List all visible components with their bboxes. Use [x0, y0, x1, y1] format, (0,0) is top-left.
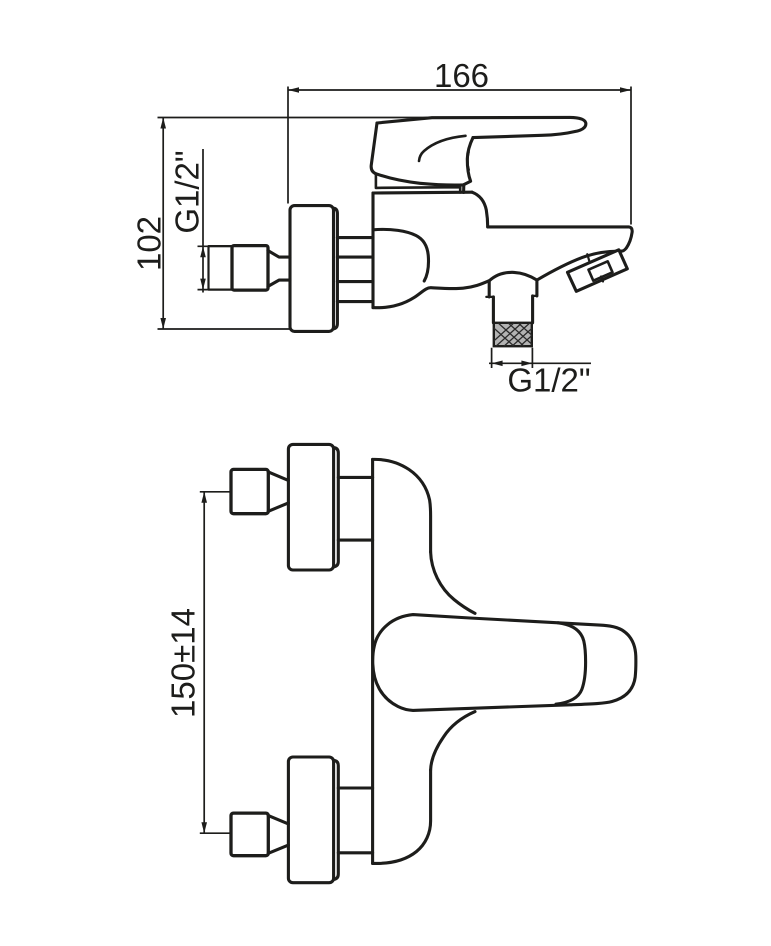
union-nut-side: [207, 245, 234, 291]
diverter-knob-notch: [599, 275, 605, 283]
spout-top-edge: [486, 225, 634, 253]
dim-length-label: 166: [434, 57, 489, 94]
lever-outline: [375, 115, 588, 140]
dim-outlet-thread-label: G1/2": [507, 361, 590, 398]
connection-pipes-front: [336, 475, 375, 855]
side-view: 166 102 G1/2" G1/2": [131, 57, 634, 398]
fitting-taper-side: [266, 249, 292, 288]
escutcheon-top-front: [286, 442, 336, 572]
eccentric-fitting-side: [230, 243, 270, 292]
body-top-flare: [371, 457, 433, 554]
dim-center-distance-label: 150±14: [165, 608, 202, 718]
escutcheon-bottom-front: [286, 755, 336, 885]
connection-pipes-side: [335, 236, 375, 304]
eccentric-fitting-top-front: [229, 467, 270, 516]
handle-front-outline: [371, 613, 638, 712]
dim-height: 102: [131, 116, 428, 330]
fitting-taper-top-front: [266, 470, 290, 513]
escutcheon-top-rim: [332, 446, 340, 569]
handle-cap-outline: [369, 121, 466, 187]
escutcheon-side: [288, 204, 336, 333]
eccentric-fitting-bottom-front: [229, 811, 270, 858]
escutcheon-side-rim: [331, 206, 339, 331]
dim-length: 166: [287, 57, 632, 225]
dim-center-distance: 150±14: [165, 490, 230, 835]
body-upper-s-curve: [429, 550, 477, 615]
spout-shoulder-curve: [470, 190, 490, 229]
body-top-edge: [371, 190, 474, 195]
dim-outlet-thread: G1/2": [489, 347, 591, 398]
body-end-boss: [371, 227, 431, 283]
fitting-taper-bottom-front: [266, 814, 290, 855]
outlet-dome: [487, 270, 539, 299]
dim-height-label: 102: [131, 216, 168, 271]
front-view: 150±14: [165, 442, 638, 885]
dim-inlet-thread-label: G1/2": [169, 150, 206, 233]
dim-inlet-thread: G1/2": [169, 149, 231, 293]
handle-front-inner-contour: [554, 621, 588, 706]
body-underside-sweep: [371, 279, 491, 310]
escutcheon-bottom-rim: [332, 758, 340, 881]
body-bottom-flare: [371, 768, 433, 865]
handle-cap-curve: [417, 134, 467, 163]
lever-crease: [466, 150, 470, 172]
body-lower-s-curve: [429, 710, 477, 772]
outlet-thread-hatch: [493, 322, 532, 347]
diverter-knob: [587, 259, 614, 283]
outlet-neck-sides: [491, 294, 535, 325]
